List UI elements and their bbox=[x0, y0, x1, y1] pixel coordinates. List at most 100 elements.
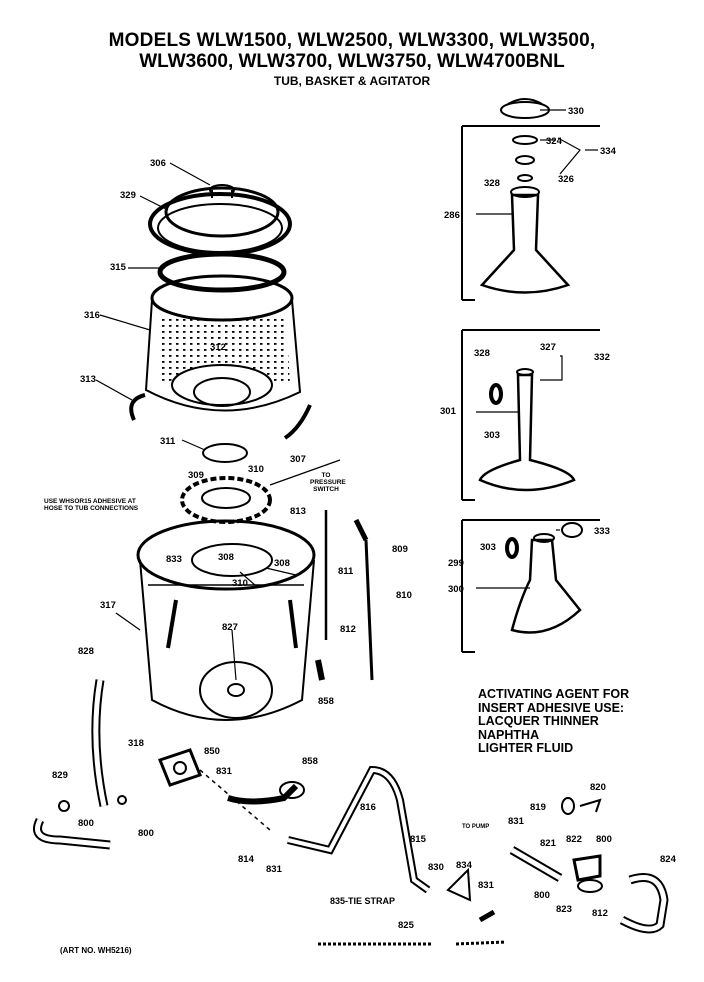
hose-858 bbox=[227, 783, 299, 805]
activating-note-line-3: LACQUER THINNER bbox=[478, 714, 599, 728]
leader-lines bbox=[95, 109, 598, 681]
activating-note-line-1: ACTIVATING AGENT FOR bbox=[478, 687, 630, 701]
outer-tub-317 bbox=[136, 519, 316, 721]
agitator-301 bbox=[478, 368, 576, 492]
pressure-switch-note: TO PRESSURE SWITCH bbox=[310, 472, 346, 493]
label-819: 819 bbox=[530, 802, 546, 813]
diagram-subtitle: TUB, BASKET & AGITATOR bbox=[273, 74, 431, 88]
label-800c: 800 bbox=[596, 834, 612, 845]
label-332: 332 bbox=[594, 352, 610, 363]
label-315: 315 bbox=[110, 262, 127, 273]
label-307: 307 bbox=[290, 454, 306, 465]
label-328b: 328 bbox=[474, 348, 490, 359]
label-816: 816 bbox=[360, 802, 376, 813]
label-308a: 308 bbox=[218, 552, 234, 563]
label-827: 827 bbox=[222, 622, 238, 633]
label-810: 810 bbox=[396, 590, 412, 601]
agitator-300 bbox=[505, 522, 583, 634]
label-820: 820 bbox=[590, 782, 606, 793]
label-811: 811 bbox=[338, 566, 354, 577]
label-308b: 308 bbox=[274, 558, 290, 569]
label-831b: 831 bbox=[266, 864, 283, 875]
bracket-agitator-301 bbox=[461, 329, 475, 501]
agitator-286 bbox=[479, 186, 571, 294]
label-303a: 303 bbox=[484, 430, 500, 441]
label-812a: 812 bbox=[340, 624, 356, 635]
funnel-834 bbox=[446, 867, 472, 902]
label-301: 301 bbox=[440, 406, 457, 417]
label-813: 813 bbox=[290, 506, 306, 517]
label-830: 830 bbox=[428, 862, 444, 873]
label-828: 828 bbox=[78, 646, 94, 657]
label-326: 326 bbox=[558, 174, 574, 185]
part-labels: 306 329 315 316 312 313 311 309 310 307 … bbox=[52, 106, 677, 931]
pressure-note-line-1: TO bbox=[321, 472, 331, 479]
activating-note-line-5: LIGHTER FLUID bbox=[478, 741, 574, 755]
label-303b: 303 bbox=[480, 542, 496, 553]
hose-313 bbox=[129, 393, 146, 421]
balance-ring-315 bbox=[157, 251, 287, 293]
label-831d: 831 bbox=[508, 816, 525, 827]
ring-311 bbox=[202, 443, 248, 463]
basket-316 bbox=[144, 274, 302, 412]
label-329: 329 bbox=[120, 190, 136, 201]
label-324: 324 bbox=[546, 136, 563, 147]
label-831c: 831 bbox=[478, 880, 495, 891]
label-829: 829 bbox=[52, 770, 68, 781]
label-823: 823 bbox=[556, 904, 572, 915]
models-title-line-1: MODELS WLW1500, WLW2500, WLW3300, WLW350… bbox=[108, 30, 596, 51]
label-824: 824 bbox=[660, 854, 677, 865]
label-310a: 310 bbox=[248, 464, 264, 475]
hub-307 bbox=[180, 476, 272, 524]
pressure-note-line-2: PRESSURE bbox=[310, 479, 346, 486]
label-858b: 858 bbox=[302, 756, 318, 767]
label-313: 313 bbox=[80, 374, 96, 385]
label-858a: 858 bbox=[318, 696, 334, 707]
pump-850 bbox=[158, 748, 202, 787]
label-328a: 328 bbox=[484, 178, 500, 189]
part-820 bbox=[579, 798, 602, 813]
label-814: 814 bbox=[238, 854, 255, 865]
label-330: 330 bbox=[568, 106, 584, 117]
label-286: 286 bbox=[444, 210, 460, 221]
label-825: 825 bbox=[398, 920, 415, 931]
label-317: 317 bbox=[100, 600, 116, 611]
label-812b: 812 bbox=[592, 908, 608, 919]
label-333: 333 bbox=[594, 526, 610, 537]
label-834: 834 bbox=[456, 860, 473, 871]
adhesive-note-line-1: USE WHSOR15 ADHESIVE AT bbox=[44, 498, 136, 505]
label-310b: 310 bbox=[232, 578, 248, 589]
part-819 bbox=[561, 797, 575, 815]
label-299: 299 bbox=[448, 558, 464, 569]
activating-note-line-2: INSERT ADHESIVE USE: bbox=[478, 700, 625, 715]
label-312: 312 bbox=[210, 342, 226, 353]
label-334: 334 bbox=[600, 146, 617, 157]
activating-note-line-4: NAPHTHA bbox=[478, 727, 540, 742]
label-327: 327 bbox=[540, 342, 556, 353]
label-831a: 831 bbox=[216, 766, 233, 777]
label-833: 833 bbox=[166, 554, 182, 565]
tube-810 bbox=[364, 539, 374, 681]
bracket-agitator-286 bbox=[461, 125, 475, 301]
label-822: 822 bbox=[566, 834, 582, 845]
label-318: 318 bbox=[128, 738, 144, 749]
activating-agent-note: ACTIVATING AGENT FOR INSERT ADHESIVE USE… bbox=[478, 687, 630, 756]
tie-strap-label: 835-TIE STRAP bbox=[330, 896, 395, 906]
label-316: 316 bbox=[84, 310, 100, 321]
label-300: 300 bbox=[448, 584, 464, 595]
label-800b: 800 bbox=[138, 828, 154, 839]
label-821: 821 bbox=[540, 838, 557, 849]
label-800a: 800 bbox=[78, 818, 94, 829]
label-809: 809 bbox=[392, 544, 408, 555]
bracket-agitator-300 bbox=[461, 519, 475, 653]
to-pump-label: TO PUMP bbox=[462, 824, 489, 830]
adhesive-note: USE WHSOR15 ADHESIVE AT HOSE TO TUB CONN… bbox=[44, 498, 138, 512]
label-309: 309 bbox=[188, 470, 204, 481]
label-850: 850 bbox=[204, 746, 220, 757]
label-815: 815 bbox=[410, 834, 427, 845]
label-311: 311 bbox=[160, 436, 176, 447]
pressure-note-line-3: SWITCH bbox=[313, 486, 339, 493]
art-number: (ART NO. WH5216) bbox=[60, 946, 132, 955]
